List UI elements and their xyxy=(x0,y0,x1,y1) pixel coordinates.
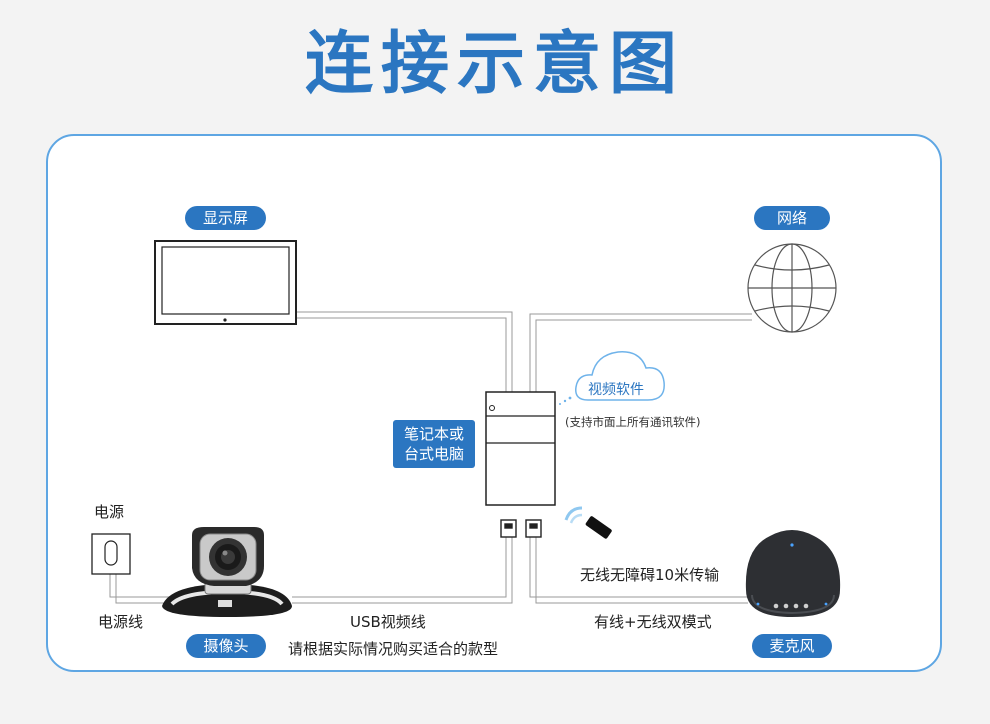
camera-note: 请根据实际情况购买适合的款型 xyxy=(288,638,498,659)
pc-label: 笔记本或 台式电脑 xyxy=(393,420,475,468)
usb-video-cable xyxy=(292,537,506,597)
pc-tower-icon xyxy=(486,392,555,505)
camera-label: 摄像头 xyxy=(186,634,266,658)
cloud-note: (支持市面上所有通讯软件) xyxy=(565,414,700,430)
microphone-label: 麦克风 xyxy=(752,634,832,658)
pc-label-line2: 台式电脑 xyxy=(393,444,475,464)
pc-label-line1: 笔记本或 xyxy=(393,424,475,444)
wireless-dongle-icon xyxy=(566,508,613,539)
power-label: 电源 xyxy=(94,501,124,522)
power-cable-label: 电源线 xyxy=(98,611,143,632)
display-label: 显示屏 xyxy=(185,206,266,230)
cloud-label: 视频软件 xyxy=(588,379,644,399)
camera-icon xyxy=(162,527,292,617)
monitor-icon xyxy=(155,241,296,324)
speakerphone-icon xyxy=(746,530,840,617)
usb-plug-icon xyxy=(501,520,541,537)
display-cable xyxy=(296,312,512,392)
usb-cable-label: USB视频线 xyxy=(350,611,426,632)
wireless-label: 无线无障碍10米传输 xyxy=(580,564,719,585)
power-cable xyxy=(110,574,170,597)
mic-mode-label: 有线+无线双模式 xyxy=(594,611,712,632)
network-label: 网络 xyxy=(754,206,830,230)
globe-icon xyxy=(748,244,836,332)
power-outlet-icon xyxy=(92,534,130,574)
